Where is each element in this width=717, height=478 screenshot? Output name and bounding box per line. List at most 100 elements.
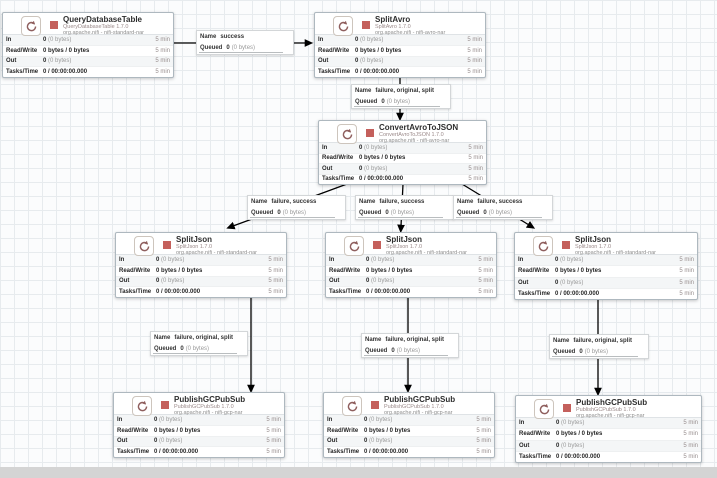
stat-out-bytes: (0 bytes) xyxy=(159,438,183,445)
stat-out-bytes: (0 bytes) xyxy=(369,438,393,445)
stopped-status-icon xyxy=(373,241,381,249)
stopped-status-icon xyxy=(563,404,571,412)
stat-window: 5 min xyxy=(683,453,698,460)
stat-tasks-label: Tasks/Time xyxy=(518,290,551,297)
processor-type-version: SplitJson 1.7.0 xyxy=(386,244,423,250)
processor-publishgcpubsub-right[interactable]: PublishGCPubSub PublishGCPubSub 1.7.0 or… xyxy=(515,395,702,463)
stat-readwrite-value: 0 bytes / 0 bytes xyxy=(555,268,602,275)
processor-name: SplitJson xyxy=(176,235,213,244)
connection-queued-count: 0 xyxy=(483,209,487,216)
stat-out-label: Out xyxy=(117,438,128,445)
stat-out-bytes: (0 bytes) xyxy=(161,278,185,285)
connection-name-label: Name xyxy=(251,198,268,205)
stat-out-label: Out xyxy=(519,442,530,449)
stat-out-count: 0 xyxy=(364,438,368,445)
processor-type-icon xyxy=(533,236,553,256)
stat-window: 5 min xyxy=(468,155,483,162)
processor-splitjson-middle[interactable]: SplitJson SplitJson 1.7.0 org.apache.nif… xyxy=(325,232,497,298)
stat-in-count: 0 xyxy=(364,416,368,423)
stat-window: 5 min xyxy=(266,416,281,423)
stat-window: 5 min xyxy=(266,438,281,445)
processor-type-icon xyxy=(21,16,41,36)
stat-readwrite-label: Read/Write xyxy=(117,427,149,434)
stat-readwrite-value: 0 bytes / 0 bytes xyxy=(366,267,413,274)
connection-queued-count: 0 xyxy=(381,98,385,105)
stat-window: 5 min xyxy=(155,47,170,54)
stat-in-count: 0 xyxy=(366,256,370,263)
stat-out-label: Out xyxy=(119,278,130,285)
stat-in-bytes: (0 bytes) xyxy=(369,416,393,423)
stat-window: 5 min xyxy=(268,289,283,296)
stat-out-label: Out xyxy=(329,278,340,285)
connection-queued-label: Queued xyxy=(359,209,382,216)
processor-splitavro[interactable]: SplitAvro SplitAvro 1.7.0 org.apache.nif… xyxy=(314,12,486,78)
stat-out-label: Out xyxy=(327,438,338,445)
stat-tasks-value: 0 / 00:00:00.000 xyxy=(359,176,404,183)
stat-tasks-value: 0 / 00:00:00.000 xyxy=(555,290,600,297)
stat-tasks-label: Tasks/Time xyxy=(6,69,39,76)
processor-type-icon xyxy=(342,396,362,416)
stat-window: 5 min xyxy=(476,438,491,445)
stat-window: 5 min xyxy=(467,36,482,43)
stat-in-count: 0 xyxy=(355,36,359,43)
stat-in-label: In xyxy=(6,36,12,43)
processor-name: ConvertAvroToJSON xyxy=(379,123,459,132)
stat-readwrite-label: Read/Write xyxy=(318,47,350,54)
processor-header: PublishGCPubSub PublishGCPubSub 1.7.0 or… xyxy=(516,396,701,419)
stat-window: 5 min xyxy=(478,289,493,296)
connection-queued-count: 0 xyxy=(385,209,389,216)
stat-in-bytes: (0 bytes) xyxy=(371,256,395,263)
processor-publishgcpubsub-left[interactable]: PublishGCPubSub PublishGCPubSub 1.7.0 or… xyxy=(113,392,285,458)
processor-publishgcpubsub-middle[interactable]: PublishGCPubSub PublishGCPubSub 1.7.0 or… xyxy=(323,392,495,458)
stat-window: 5 min xyxy=(679,279,694,286)
stat-tasks-label: Tasks/Time xyxy=(117,449,150,456)
stat-window: 5 min xyxy=(476,427,491,434)
processor-header: SplitAvro SplitAvro 1.7.0 org.apache.nif… xyxy=(315,13,485,36)
stat-readwrite-value: 0 bytes / 0 bytes xyxy=(154,427,201,434)
processor-bundle: org.apache.nifi - nifi-avro-nar xyxy=(375,30,446,36)
stat-readwrite-label: Read/Write xyxy=(322,155,354,162)
stat-tasks-label: Tasks/Time xyxy=(519,453,552,460)
processor-type-icon xyxy=(534,399,554,419)
stat-readwrite-value: 0 bytes / 0 bytes xyxy=(43,47,90,54)
stat-out-label: Out xyxy=(318,58,329,65)
stat-in-label: In xyxy=(119,256,125,263)
processor-convertavrotojson[interactable]: ConvertAvroToJSON ConvertAvroToJSON 1.7.… xyxy=(318,120,487,185)
stat-window: 5 min xyxy=(268,267,283,274)
processor-splitjson-right[interactable]: SplitJson SplitJson 1.7.0 org.apache.nif… xyxy=(514,232,698,300)
stopped-status-icon xyxy=(366,129,374,137)
stopped-status-icon xyxy=(163,241,171,249)
connection-queued-bytes: (0 bytes) xyxy=(390,209,415,216)
processor-querydatabasetable[interactable]: QueryDatabaseTable QueryDatabaseTable 1.… xyxy=(2,12,174,78)
processor-splitjson-left[interactable]: SplitJson SplitJson 1.7.0 org.apache.nif… xyxy=(115,232,287,298)
stopped-status-icon xyxy=(161,401,169,409)
stat-in-label: In xyxy=(322,144,328,151)
processor-header: PublishGCPubSub PublishGCPubSub 1.7.0 or… xyxy=(114,393,284,416)
stat-out-label: Out xyxy=(322,165,333,172)
